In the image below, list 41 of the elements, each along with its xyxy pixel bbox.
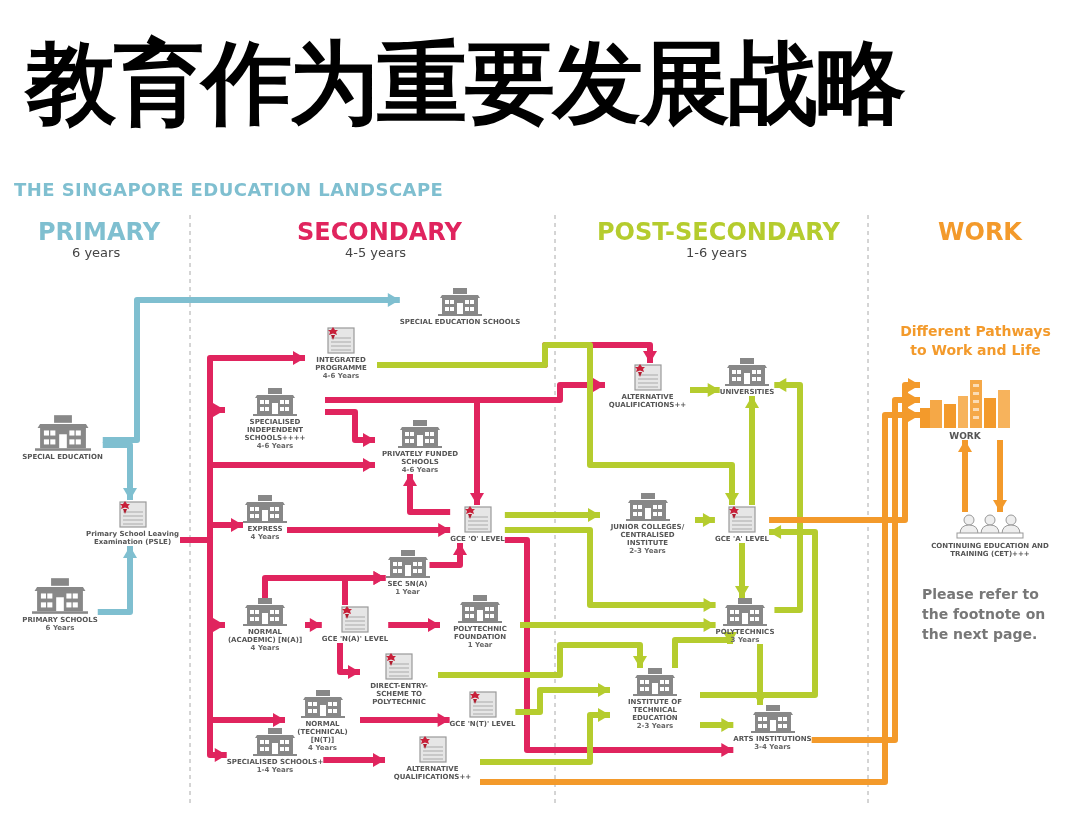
arrow <box>480 708 610 765</box>
node-label: WORK <box>949 432 981 440</box>
arrow <box>745 396 759 505</box>
arrow <box>102 442 137 500</box>
arrow <box>690 383 720 397</box>
arrow <box>342 571 386 605</box>
arrow <box>403 474 451 515</box>
arrow <box>672 632 737 668</box>
arrow <box>769 378 920 523</box>
arrow <box>360 713 450 727</box>
arrow <box>325 397 484 505</box>
arrow <box>774 378 803 613</box>
arrow <box>504 527 716 612</box>
arrow <box>958 440 972 512</box>
footnote-note: Please refer to the footnote on the next page. <box>922 585 1047 644</box>
arrow <box>102 293 400 443</box>
arrow <box>504 508 600 522</box>
arrow <box>388 618 440 632</box>
work-caption: Different Pathways to Work and Life <box>899 322 1052 360</box>
arrow <box>735 543 749 598</box>
arrow <box>811 393 920 743</box>
arrow <box>305 618 322 632</box>
arrow <box>504 537 734 757</box>
column-heading: WORK <box>938 217 1022 248</box>
arrow <box>438 642 647 678</box>
arrow <box>515 683 610 715</box>
subtitle: THE SINGAPORE EDUCATION LANDSCAPE <box>14 178 444 202</box>
arrow <box>323 753 385 767</box>
arrow <box>993 440 1007 512</box>
arrow <box>429 543 467 568</box>
arrow <box>377 342 739 505</box>
arrow <box>753 644 767 705</box>
arrow <box>700 525 818 698</box>
arrow <box>695 513 715 527</box>
arrow <box>520 618 716 632</box>
arrow <box>287 523 451 537</box>
arrow <box>480 408 920 785</box>
arrow <box>337 643 360 679</box>
arrow <box>700 718 734 732</box>
arrow <box>97 546 137 615</box>
arrow <box>325 409 375 447</box>
